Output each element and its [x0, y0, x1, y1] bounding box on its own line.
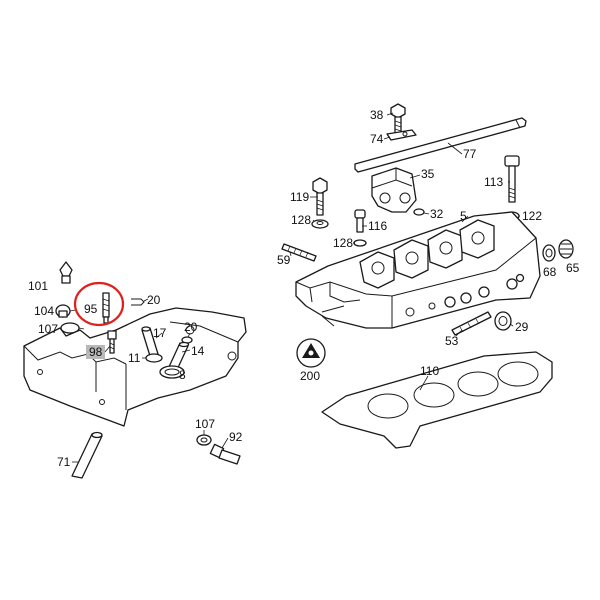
- sleeve-14: [167, 341, 190, 373]
- callout-128-lower[interactable]: 128: [333, 236, 353, 250]
- callout-11[interactable]: 11: [128, 351, 141, 365]
- callout-38[interactable]: 38: [370, 108, 384, 122]
- cap-104: [55, 304, 71, 318]
- callout-74[interactable]: 74: [370, 132, 384, 146]
- callout-35[interactable]: 35: [421, 167, 435, 181]
- callout-101[interactable]: 101: [28, 279, 48, 293]
- bracket-35: [371, 167, 417, 213]
- callout-92[interactable]: 92: [229, 430, 243, 444]
- callout-8[interactable]: 8: [179, 368, 186, 382]
- callout-122[interactable]: 122: [522, 209, 542, 223]
- callout-14[interactable]: 14: [191, 344, 205, 358]
- washer-107-lower: [196, 434, 212, 446]
- tube-71: [71, 431, 103, 479]
- callout-17[interactable]: 17: [153, 326, 167, 340]
- clip-74: [386, 129, 417, 141]
- callout-labels: 38 74 77 35 119 113 128 32 5 122 116 128…: [28, 108, 580, 469]
- callout-77[interactable]: 77: [463, 147, 477, 161]
- seal-200: [296, 338, 326, 368]
- callout-113[interactable]: 113: [484, 175, 503, 189]
- stud-59: [281, 243, 317, 262]
- sensor-92: [209, 443, 241, 465]
- callout-98[interactable]: 98: [89, 345, 103, 359]
- callout-29[interactable]: 29: [515, 320, 529, 334]
- callout-53[interactable]: 53: [445, 334, 459, 348]
- callout-65[interactable]: 65: [566, 261, 580, 275]
- callout-20[interactable]: 20: [147, 293, 161, 307]
- plug-29: [494, 311, 512, 331]
- stud-53: [451, 311, 492, 336]
- callout-5[interactable]: 5: [460, 209, 467, 223]
- clip-20: [131, 298, 145, 306]
- callout-32[interactable]: 32: [430, 207, 444, 221]
- callout-107[interactable]: 107: [38, 322, 58, 336]
- rail-77: [354, 117, 527, 173]
- callout-104[interactable]: 104: [34, 304, 54, 318]
- ring-8: [159, 365, 185, 379]
- callout-107-lower[interactable]: 107: [195, 417, 215, 431]
- bolt-38: [390, 103, 406, 134]
- bolt-113: [504, 155, 520, 221]
- ring-11: [145, 353, 163, 363]
- head-gasket-110: [321, 351, 553, 449]
- callout-71[interactable]: 71: [57, 455, 71, 469]
- callout-59[interactable]: 59: [277, 253, 291, 267]
- callout-68[interactable]: 68: [543, 265, 557, 279]
- callout-200[interactable]: 200: [300, 369, 320, 383]
- cylinder-head: [295, 211, 541, 329]
- bolt-116: [353, 209, 367, 247]
- selected-callout-background: [86, 345, 105, 359]
- leader-lines: [69, 112, 520, 463]
- washer-32: [413, 208, 425, 216]
- plug-68: [542, 244, 556, 262]
- callout-119[interactable]: 119: [290, 190, 309, 204]
- callout-110[interactable]: 110: [420, 364, 439, 378]
- selected-part-ring: [73, 281, 125, 327]
- plug-65: [558, 239, 574, 259]
- callout-128[interactable]: 128: [291, 213, 311, 227]
- callout-20-lower[interactable]: 20: [184, 320, 198, 334]
- callout-95[interactable]: 95: [84, 302, 98, 316]
- callout-116[interactable]: 116: [368, 219, 387, 233]
- bolt-119: [311, 177, 329, 229]
- screw-101: [59, 261, 73, 284]
- injector-95: [102, 292, 110, 324]
